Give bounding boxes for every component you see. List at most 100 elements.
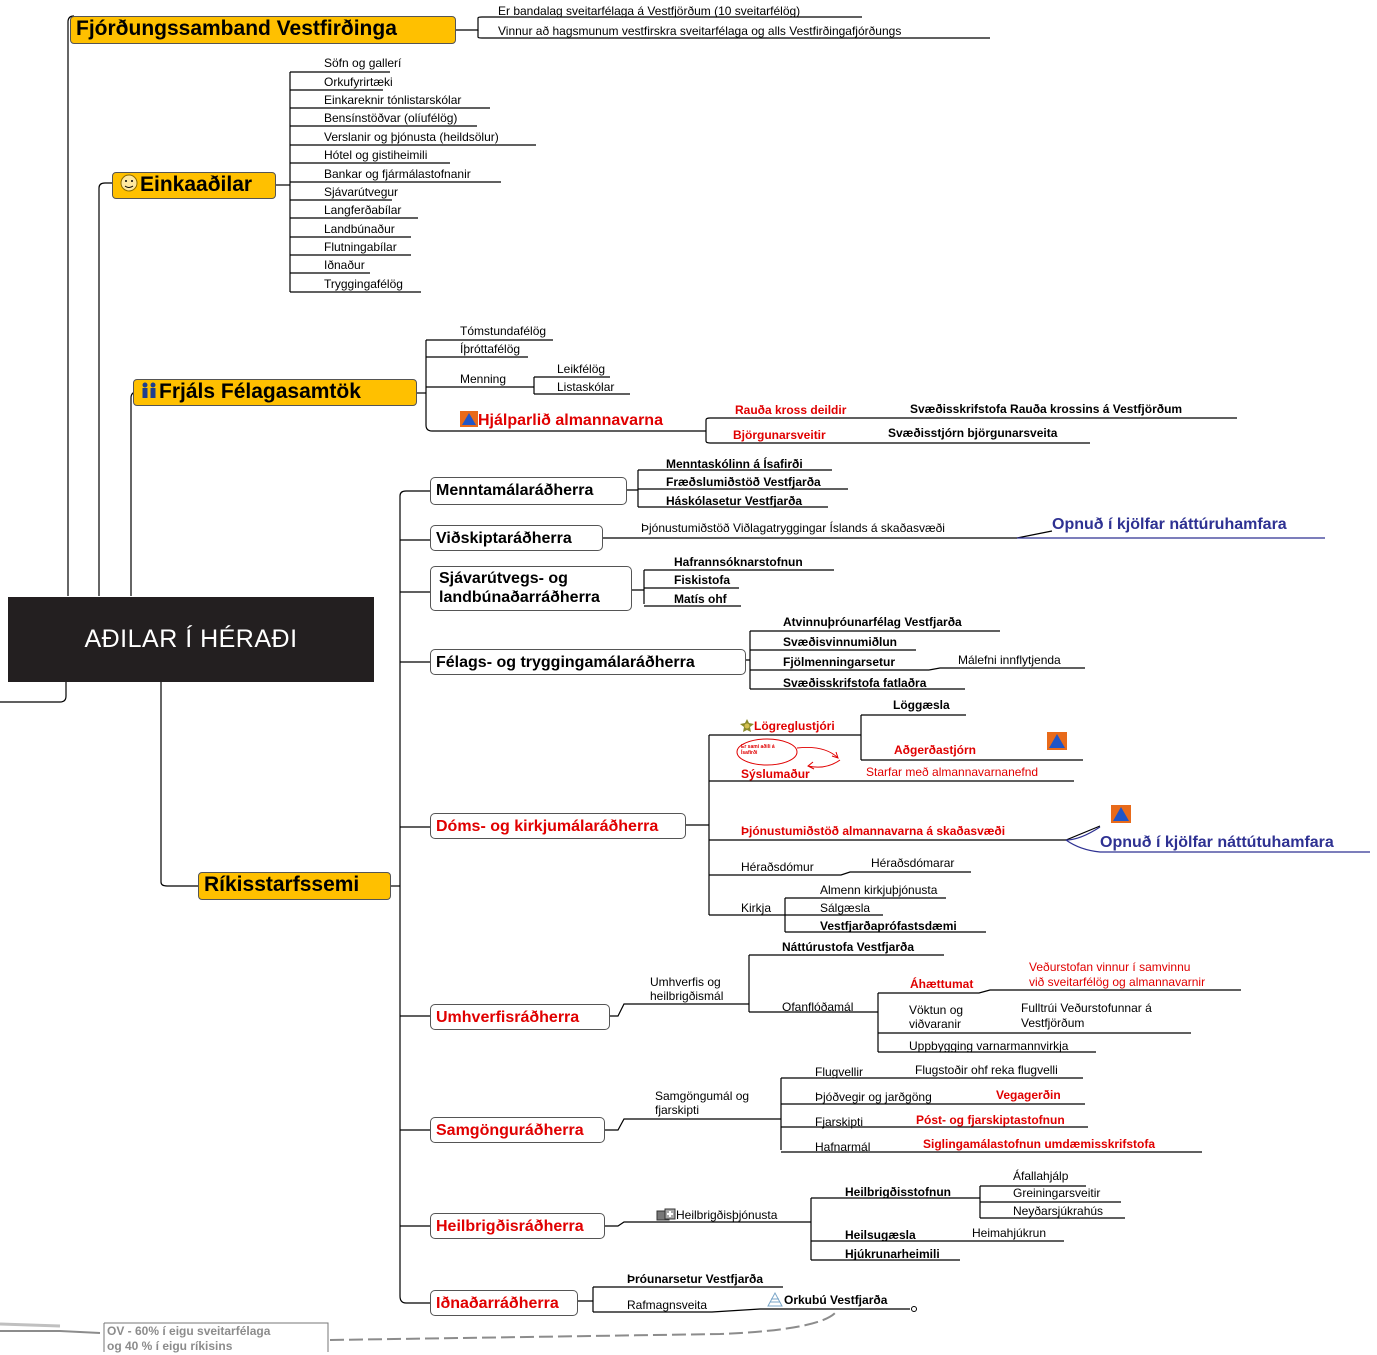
menning-item: Leikfélög xyxy=(557,362,606,376)
frjals-felagasamtok-node[interactable]: Frjáls Félagasamtök xyxy=(133,379,417,406)
samgonguradherra-node[interactable]: Samgönguráðherra xyxy=(430,1117,605,1143)
fjord-item-1: Er bandalag sveitarfélaga á Vestfjörðum … xyxy=(498,4,801,18)
power-plant-icon xyxy=(766,1291,784,1307)
kirkja-label: Kirkja xyxy=(741,901,772,915)
starfar-label: Starfar með almannavarnanefnd xyxy=(866,765,1039,779)
einka-item: Flutningabílar xyxy=(324,240,397,254)
umhverfi-sub-2: heilbrigðismál xyxy=(650,989,724,1003)
heilbrigdisthjonusta-label: Heilbrigðisþjónusta xyxy=(656,1208,777,1223)
ov-line-2: og 40 % í eigu ríkisins xyxy=(107,1339,233,1353)
umhverfisradherra-node[interactable]: Umhverfisráðherra xyxy=(430,1004,610,1030)
einka-item: Sjávarútvegur xyxy=(324,185,399,199)
warning-triangle-icon xyxy=(1047,732,1067,750)
felagsradherra-node[interactable]: Félags- og tryggingamálaráðherra xyxy=(430,649,746,675)
vidskipti-note: Opnuð í kjölfar náttúruhamfara xyxy=(1052,516,1287,533)
heilbrigdisradherra-node[interactable]: Heilbrigðisráðherra xyxy=(430,1213,605,1239)
vidskiptaradherra-node[interactable]: Viðskiptaráðherra xyxy=(430,525,603,551)
ofanflodamal-label: Ofanflóðamál xyxy=(782,1000,854,1014)
samgongu-row-a: Flugvellir xyxy=(815,1065,864,1079)
stofnun-item: Neyðarsjúkrahús xyxy=(1013,1204,1104,1218)
heimahjukrun-label: Heimahjúkrun xyxy=(972,1226,1047,1240)
einka-item: Tryggingafélög xyxy=(324,277,403,291)
einka-item: Iðnaður xyxy=(324,258,365,272)
kirkja-item: Vestfjarðaprófastsdæmi xyxy=(820,919,957,933)
rafmagnsveita-label: Rafmagnsveita xyxy=(627,1298,708,1312)
idnadarradherra-node[interactable]: Iðnaðarráðherra xyxy=(430,1290,578,1316)
loggaesla-label: Löggæsla xyxy=(893,698,950,712)
ahaettumat-label: Áhættumat xyxy=(910,977,974,991)
samgongu-row-a: Þjóðvegir og jarðgöng xyxy=(815,1090,932,1104)
stofnun-item: Greiningarsveitir xyxy=(1013,1186,1101,1200)
frjals-item: Íþróttafélög xyxy=(460,342,521,356)
heilbrigdisstofnun-label: Heilbrigðisstofnun xyxy=(845,1185,951,1199)
samgongu-sub-2: fjarskipti xyxy=(655,1103,700,1117)
people-icon xyxy=(139,380,159,400)
sjavarutvegsradherra-node[interactable]: Sjávarútvegs- og landbúnaðarráðherra xyxy=(430,566,632,611)
felags-item: Atvinnuþróunarfélag Vestfjarða xyxy=(783,615,962,629)
hjalparlid-label: Hjálparlið almannavarna xyxy=(460,410,663,431)
rikisstarfssemi-node[interactable]: Ríkisstarfssemi xyxy=(198,872,391,900)
einka-item: Landbúnaður xyxy=(324,222,395,236)
felags-item: Svæðisskrifstofa fatlaðra xyxy=(783,676,927,690)
thjonustumidstod-almannavarna: Þjónustumiðstöð almannavarna á skaðasvæð… xyxy=(741,824,1006,838)
frjals-item: Tómstundafélög xyxy=(460,324,547,338)
warning-triangle-icon xyxy=(460,410,478,427)
police-badge-icon xyxy=(740,718,754,733)
samgongu-row-b: Flugstoðir ohf reka flugvelli xyxy=(915,1063,1058,1077)
einka-item: Orkufyrirtæki xyxy=(324,75,393,89)
umhverfi-sub-1: Umhverfis og xyxy=(650,975,721,989)
stofnun-item: Áfallahjálp xyxy=(1013,1169,1069,1183)
einka-item: Hótel og gistiheimili xyxy=(324,148,428,162)
callout-text: Er sami aðili á Ísafirði xyxy=(741,744,775,756)
samgongu-row-b: Siglingamálastofnun umdæmisskrifstofa xyxy=(923,1137,1156,1151)
samgongu-row-b: Vegagerðin xyxy=(996,1088,1061,1102)
fjordungssamband-node[interactable]: Fjórðungssamband Vestfirðinga xyxy=(70,16,456,44)
uppbygging-label: Uppbygging varnarmannvirkja xyxy=(909,1039,1069,1053)
samgongu-sub-1: Samgöngumál og xyxy=(655,1089,750,1103)
felags-item: Fjölmenningarsetur xyxy=(783,655,896,669)
menntamal-item: Háskólasetur Vestfjarða xyxy=(666,494,803,508)
samgongu-row-a: Fjarskipti xyxy=(815,1115,864,1129)
rauda-kross-sub: Svæðisskrifstofa Rauða krossins á Vestfj… xyxy=(910,402,1183,416)
einka-item: Einkareknir tónlistarskólar xyxy=(324,93,462,107)
einka-item: Verslanir og þjónusta (heildsölur) xyxy=(324,130,499,144)
kirkja-item: Almenn kirkjuþjónusta xyxy=(820,883,938,897)
heradsdomur-label: Héraðsdómur xyxy=(741,860,814,874)
natturustofa-label: Náttúrustofa Vestfjarða xyxy=(782,940,915,954)
heilsugaesla-label: Heilsugæsla xyxy=(845,1228,916,1242)
bjorgunarsveitir-label: Björgunarsveitir xyxy=(733,428,826,442)
menntamalaradherra-node[interactable]: Menntamálaráðherra xyxy=(430,477,627,505)
fulltrui-line-2: Vestfjörðum xyxy=(1021,1016,1085,1030)
felags-fjolm-sub: Málefni innflytjenda xyxy=(958,653,1061,667)
einkaadilar-node[interactable]: Einkaaðilar xyxy=(112,172,276,199)
adgerdastjorn-label: Aðgerðastjórn xyxy=(894,743,977,757)
rauda-kross-label: Rauða kross deildir xyxy=(735,403,847,417)
menntamal-item: Fræðslumiðstöð Vestfjarða xyxy=(666,475,821,489)
syslumadur-label: Sýslumaður xyxy=(741,767,810,781)
throunarsetur-label: Þróunarsetur Vestfjarða xyxy=(627,1272,764,1286)
einka-item: Bankar og fjármálastofnanir xyxy=(324,167,471,181)
face-icon xyxy=(118,172,140,194)
sjavar-item: Hafrannsóknarstofnun xyxy=(674,555,803,569)
domsmalaradherra-node[interactable]: Dóms- og kirkjumálaráðherra xyxy=(430,813,686,839)
menning-label: Menning xyxy=(460,372,507,386)
thjonustumidstod-note: Opnuð í kjölfar náttútuhamfara xyxy=(1100,834,1334,851)
orkubu-label: Orkubú Vestfjarða xyxy=(766,1291,887,1309)
sjavar-item: Fiskistofa xyxy=(674,573,731,587)
voktun-line-1: Vöktun og xyxy=(909,1003,964,1017)
hjukrunarheimili-label: Hjúkrunarheimili xyxy=(845,1247,940,1261)
warning-triangle-icon xyxy=(1111,805,1131,823)
vedurstofan-line-2: við sveitarfélög og almannavarnir xyxy=(1029,975,1206,989)
einka-item: Söfn og gallerí xyxy=(324,56,402,70)
fjord-item-2: Vinnur að hagsmunum vestfirskra sveitarf… xyxy=(498,24,902,38)
einka-item: Langferðabílar xyxy=(324,203,402,217)
ov-line-1: OV - 60% í eigu sveitarfélaga xyxy=(107,1324,271,1338)
central-topic[interactable]: AÐILAR Í HÉRAÐI xyxy=(8,597,374,682)
heradsdomarar-label: Héraðsdómarar xyxy=(871,856,955,870)
vedurstofan-line-1: Veðurstofan vinnur í samvinnu xyxy=(1029,960,1191,974)
bjorgunarsveitir-sub: Svæðisstjórn björgunarsveita xyxy=(888,426,1058,440)
vidskipti-item: Þjónustumiðstöð Viðlagatryggingar Ísland… xyxy=(641,521,945,535)
menning-item: Listaskólar xyxy=(557,380,615,394)
samgongu-row-a: Hafnarmál xyxy=(815,1140,871,1154)
